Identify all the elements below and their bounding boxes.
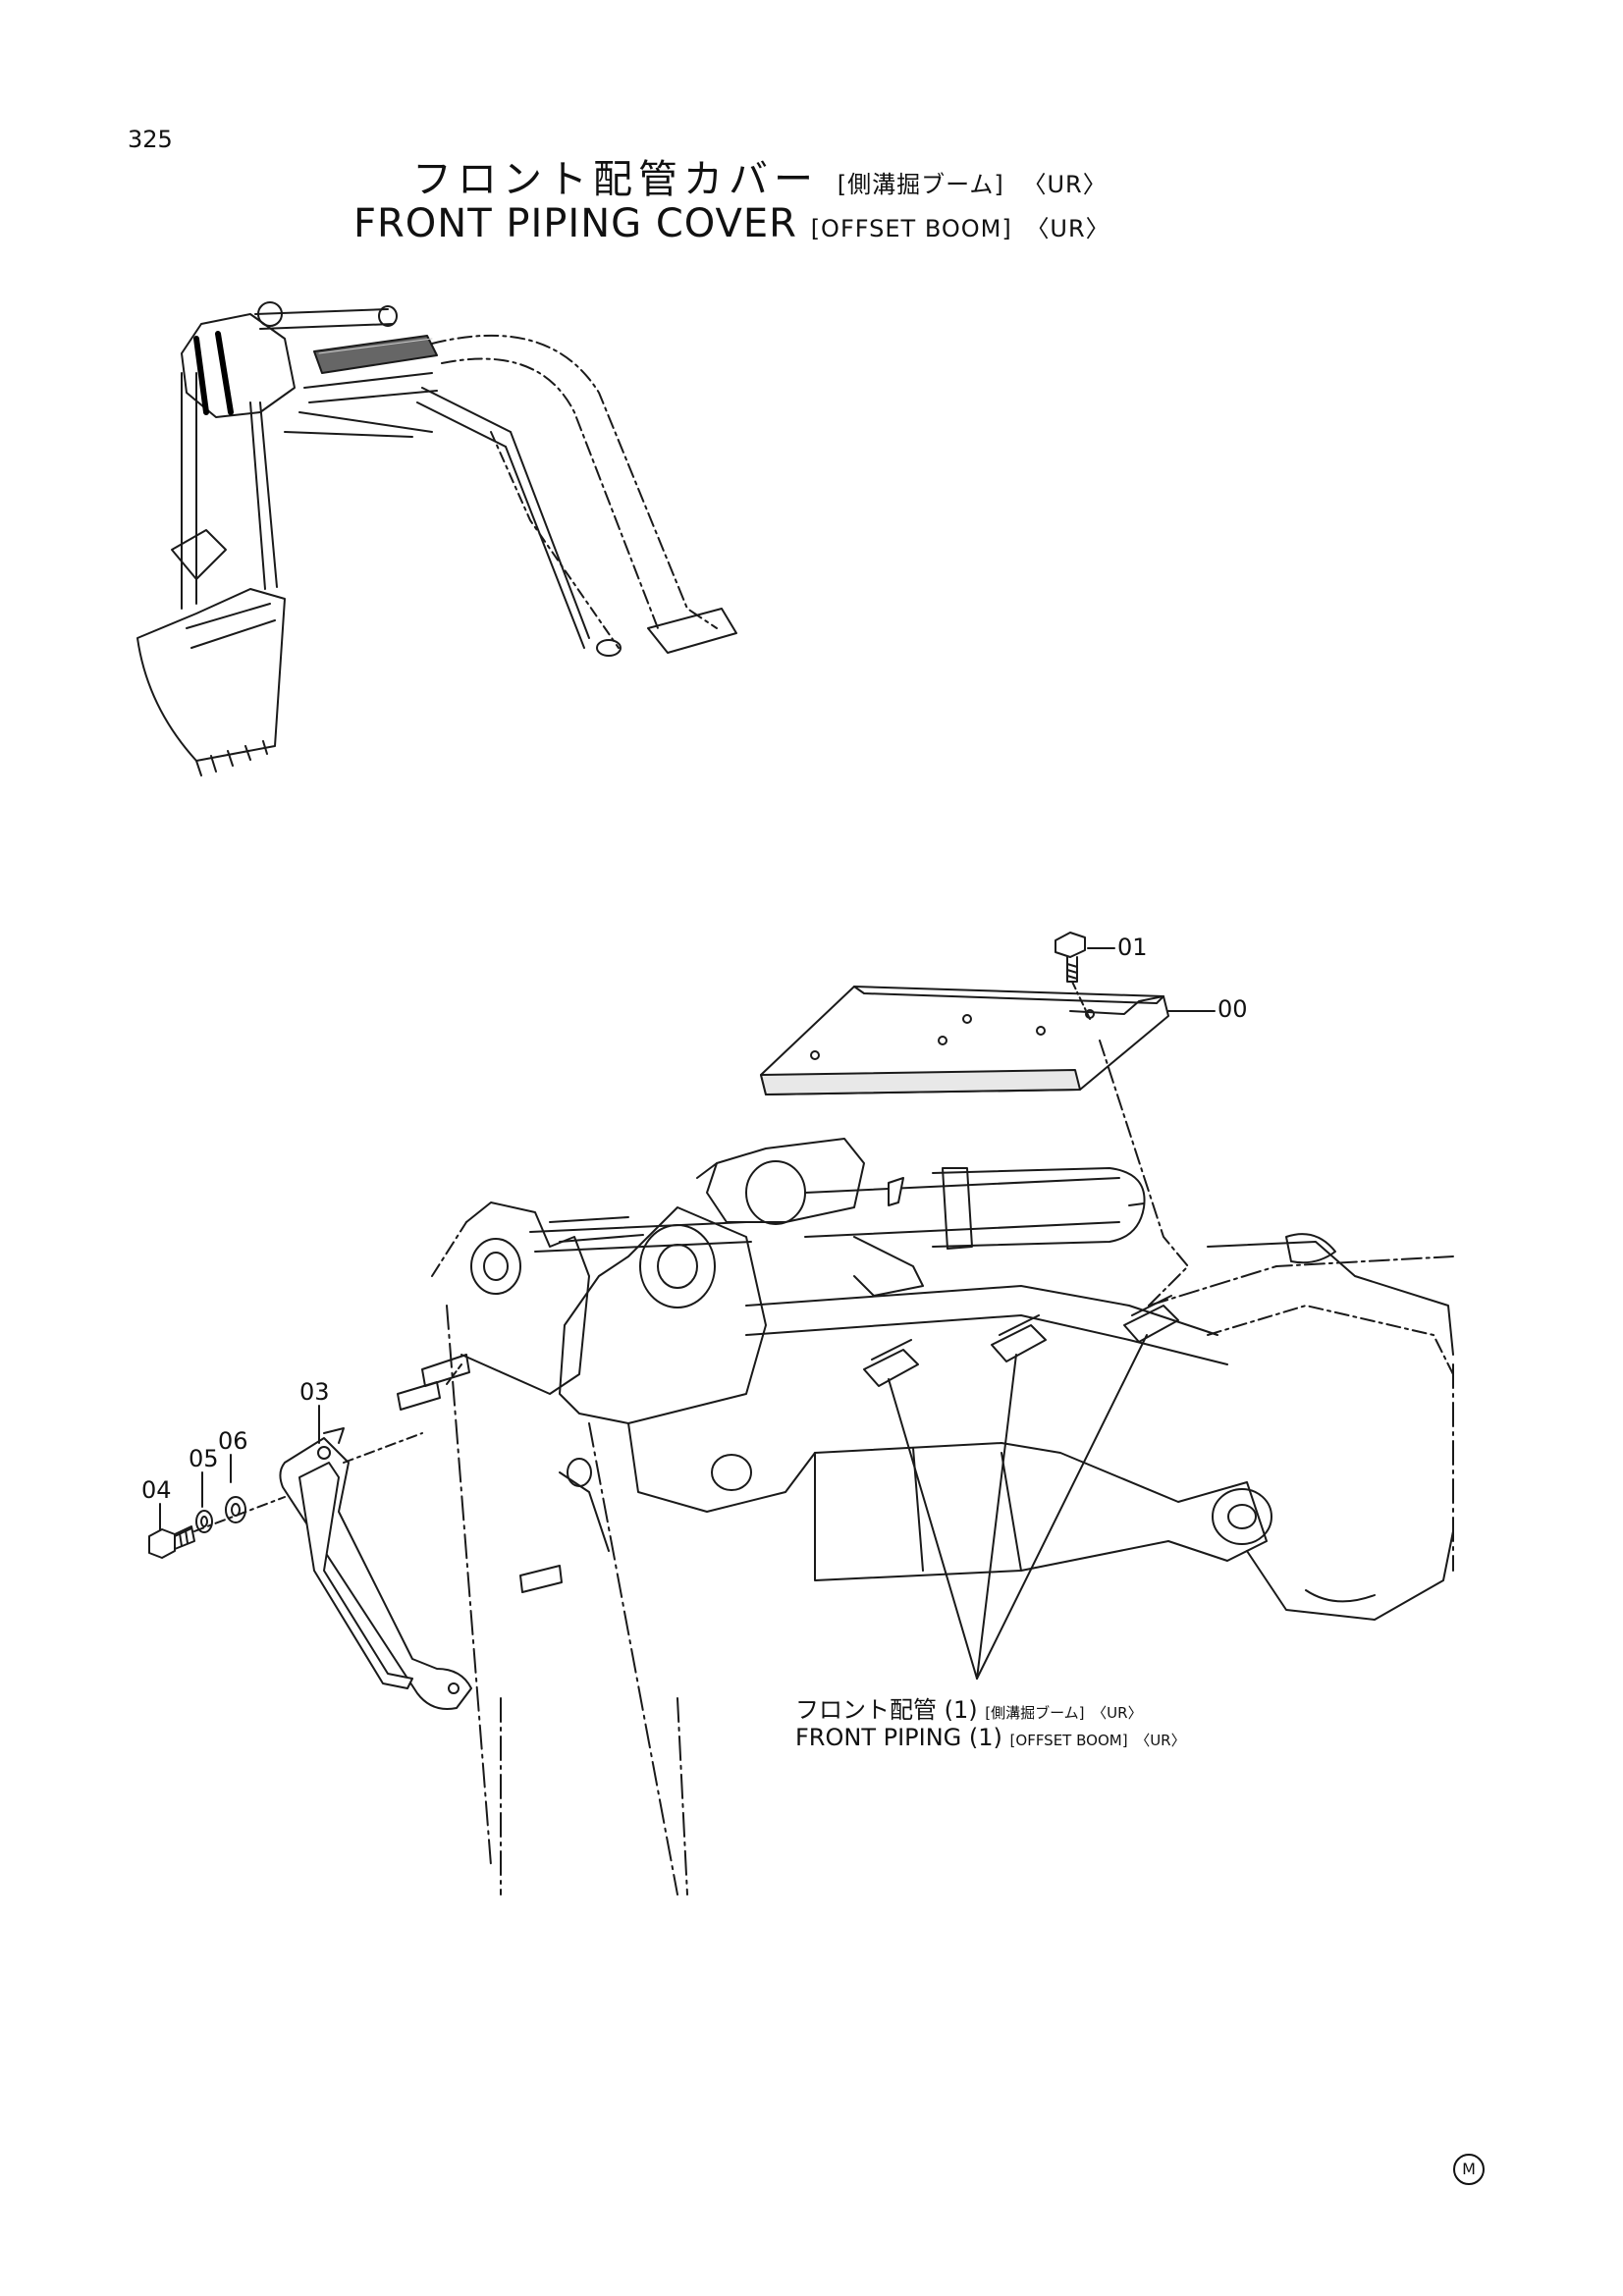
- bolt-04: [148, 1525, 195, 1559]
- title-jp-tag: 〈UR〉: [1022, 171, 1108, 198]
- title-jp-main: フロント配管カバー: [412, 157, 819, 202]
- corner-mark-m: M: [1453, 2154, 1485, 2185]
- bracket-assembly-line: [193, 1432, 423, 1532]
- callout-04: 04: [141, 1476, 172, 1504]
- cover-plate: [760, 986, 1169, 1095]
- title-jp-sub: [側溝掘ブーム]: [837, 171, 1004, 198]
- piping-label-english: FRONT PIPING (1) [OFFSET BOOM] 〈UR〉: [795, 1724, 1186, 1751]
- callout-00: 00: [1217, 995, 1248, 1023]
- piping-en-main: FRONT PIPING (1): [795, 1724, 1002, 1751]
- assembly-line: [1099, 1040, 1189, 1307]
- title-english: FRONT PIPING COVER [OFFSET BOOM] 〈UR〉: [353, 201, 1110, 246]
- callout-03: 03: [299, 1378, 330, 1406]
- piping-label-japanese: フロント配管 (1) [側溝掘ブーム] 〈UR〉: [795, 1690, 1143, 1725]
- title-en-sub: [OFFSET BOOM]: [810, 215, 1012, 242]
- piping-en-sub: [OFFSET BOOM]: [1009, 1732, 1128, 1749]
- title-en-main: FRONT PIPING COVER: [353, 201, 797, 246]
- piping-leaders: [888, 1334, 1148, 1680]
- bolt-01: [1055, 932, 1091, 1020]
- piping-jp-main: フロント配管 (1): [795, 1696, 978, 1724]
- piping-jp-tag: 〈UR〉: [1092, 1704, 1143, 1722]
- bracket-03: [279, 1427, 472, 1710]
- boom-assembly: [397, 1138, 1454, 1896]
- washer-06: [225, 1496, 246, 1523]
- callout-01: 01: [1117, 934, 1148, 961]
- title-en-tag: 〈UR〉: [1025, 215, 1110, 242]
- piping-en-tag: 〈UR〉: [1135, 1732, 1186, 1749]
- overview-excavator-sketch: [136, 301, 737, 776]
- page-number: 325: [128, 126, 173, 153]
- title-japanese: フロント配管カバー [側溝掘ブーム] 〈UR〉: [412, 147, 1108, 204]
- piping-jp-sub: [側溝掘ブーム]: [985, 1704, 1085, 1722]
- callout-05: 05: [189, 1445, 219, 1472]
- callout-06: 06: [218, 1427, 248, 1455]
